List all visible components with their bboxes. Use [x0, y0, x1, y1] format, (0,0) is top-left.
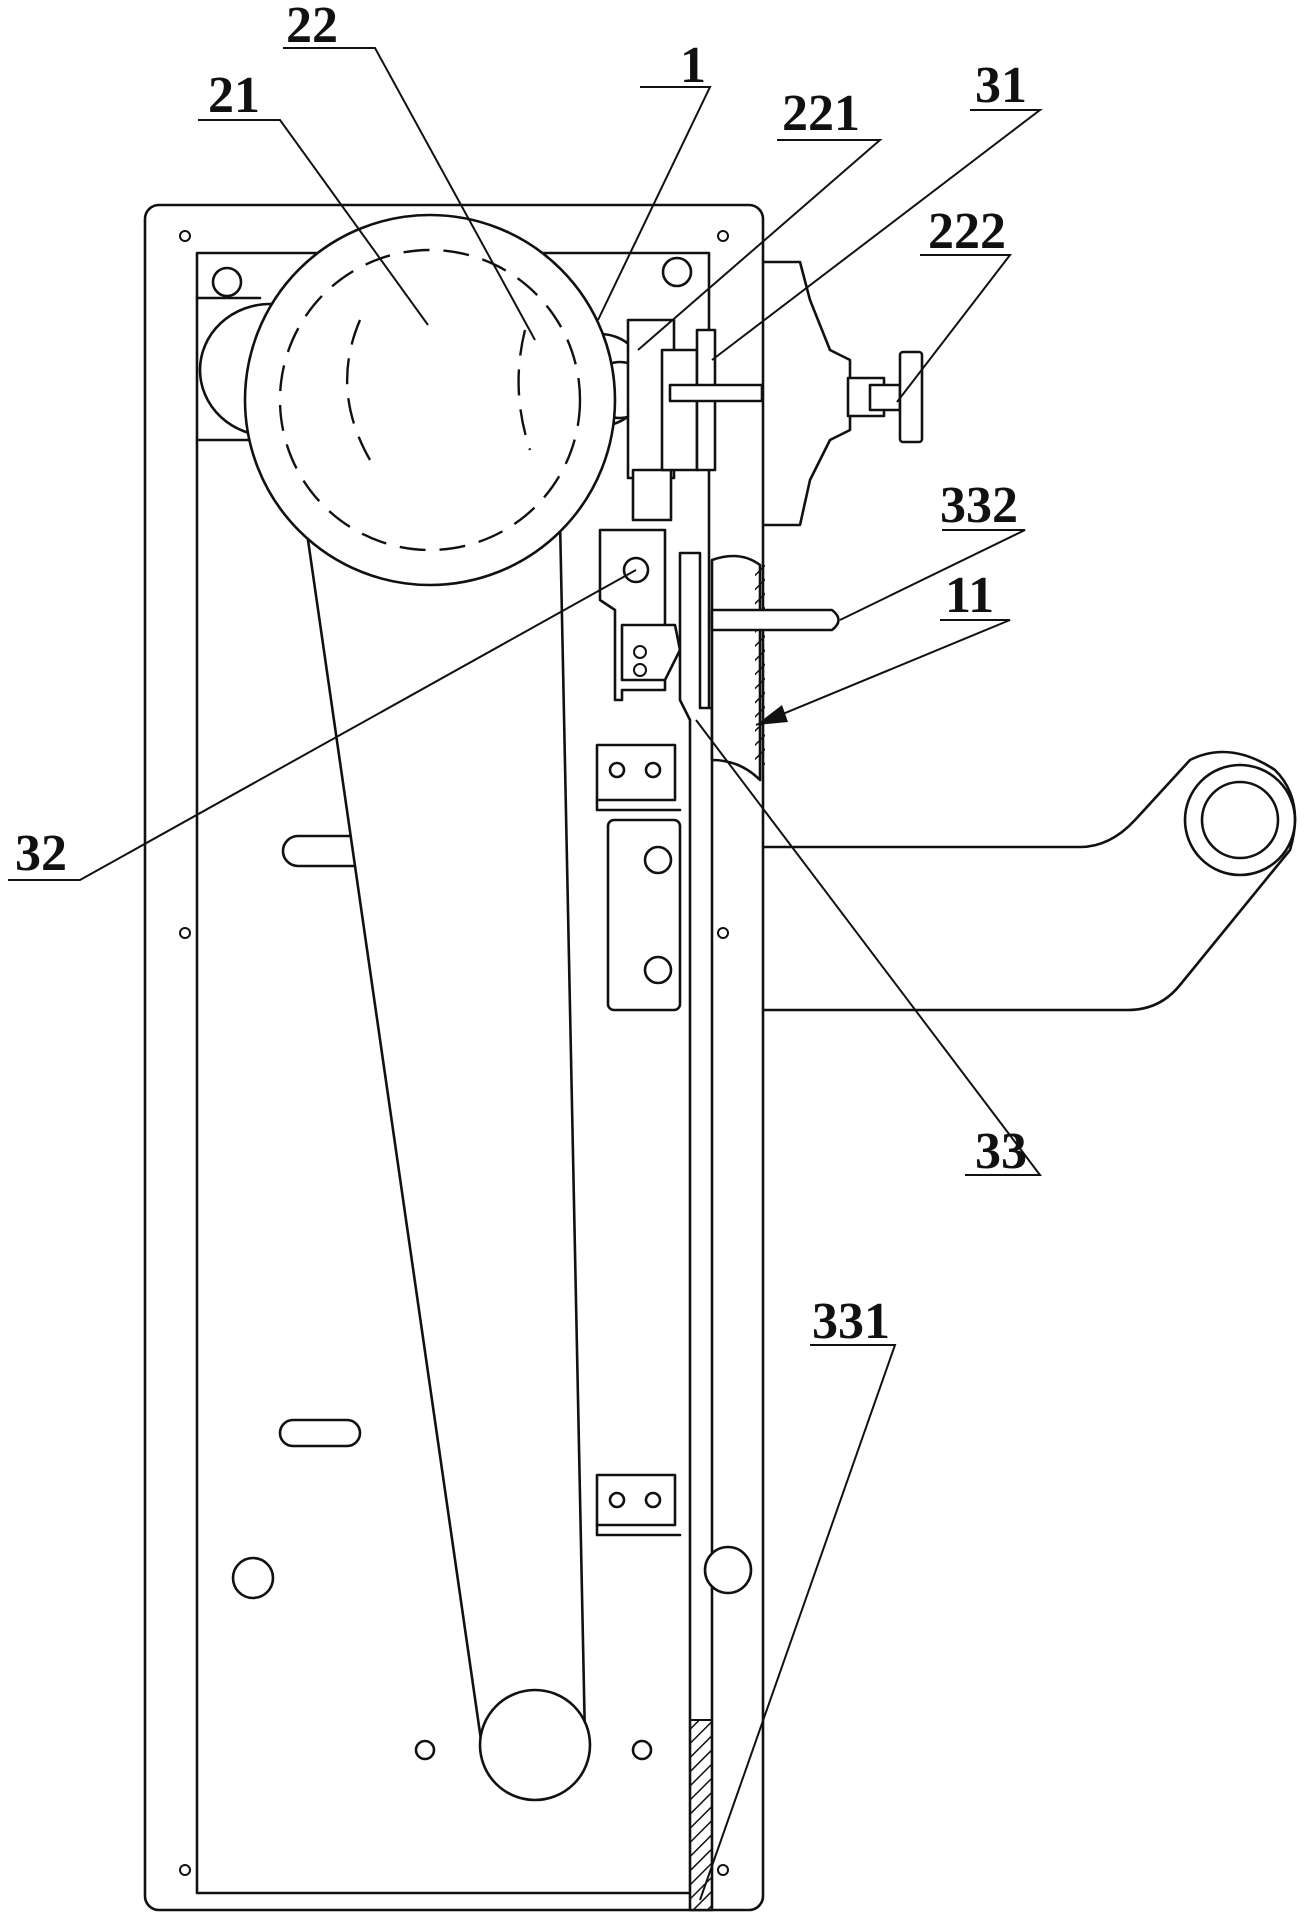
label-331: 331 — [812, 1293, 890, 1350]
label-221: 221 — [782, 85, 860, 142]
label-33: 33 — [975, 1123, 1027, 1180]
label-21: 21 — [208, 67, 260, 124]
swing-handle — [748, 752, 1295, 1050]
label-11: 11 — [945, 567, 994, 624]
label-332: 332 — [940, 477, 1018, 534]
label-1: 1 — [680, 37, 706, 94]
label-22: 22 — [286, 0, 338, 54]
side-cover — [762, 262, 922, 525]
label-222: 222 — [928, 203, 1006, 260]
label-31: 31 — [975, 57, 1027, 114]
label-32: 32 — [15, 825, 67, 882]
